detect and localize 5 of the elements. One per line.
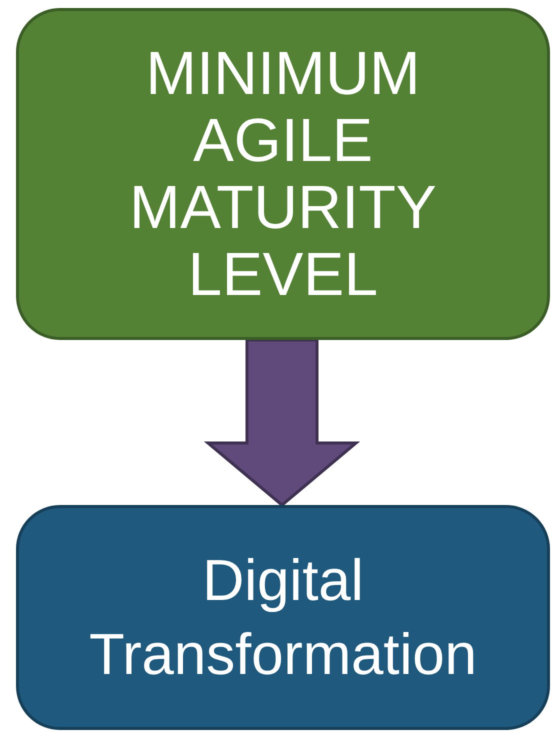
block-arrow [204,338,360,507]
process-box [16,8,550,340]
process-box [16,505,550,730]
box-label: MINIMUM AGILE MATURITY LEVEL [128,40,438,308]
box-label: Digital Transformation [88,546,478,688]
